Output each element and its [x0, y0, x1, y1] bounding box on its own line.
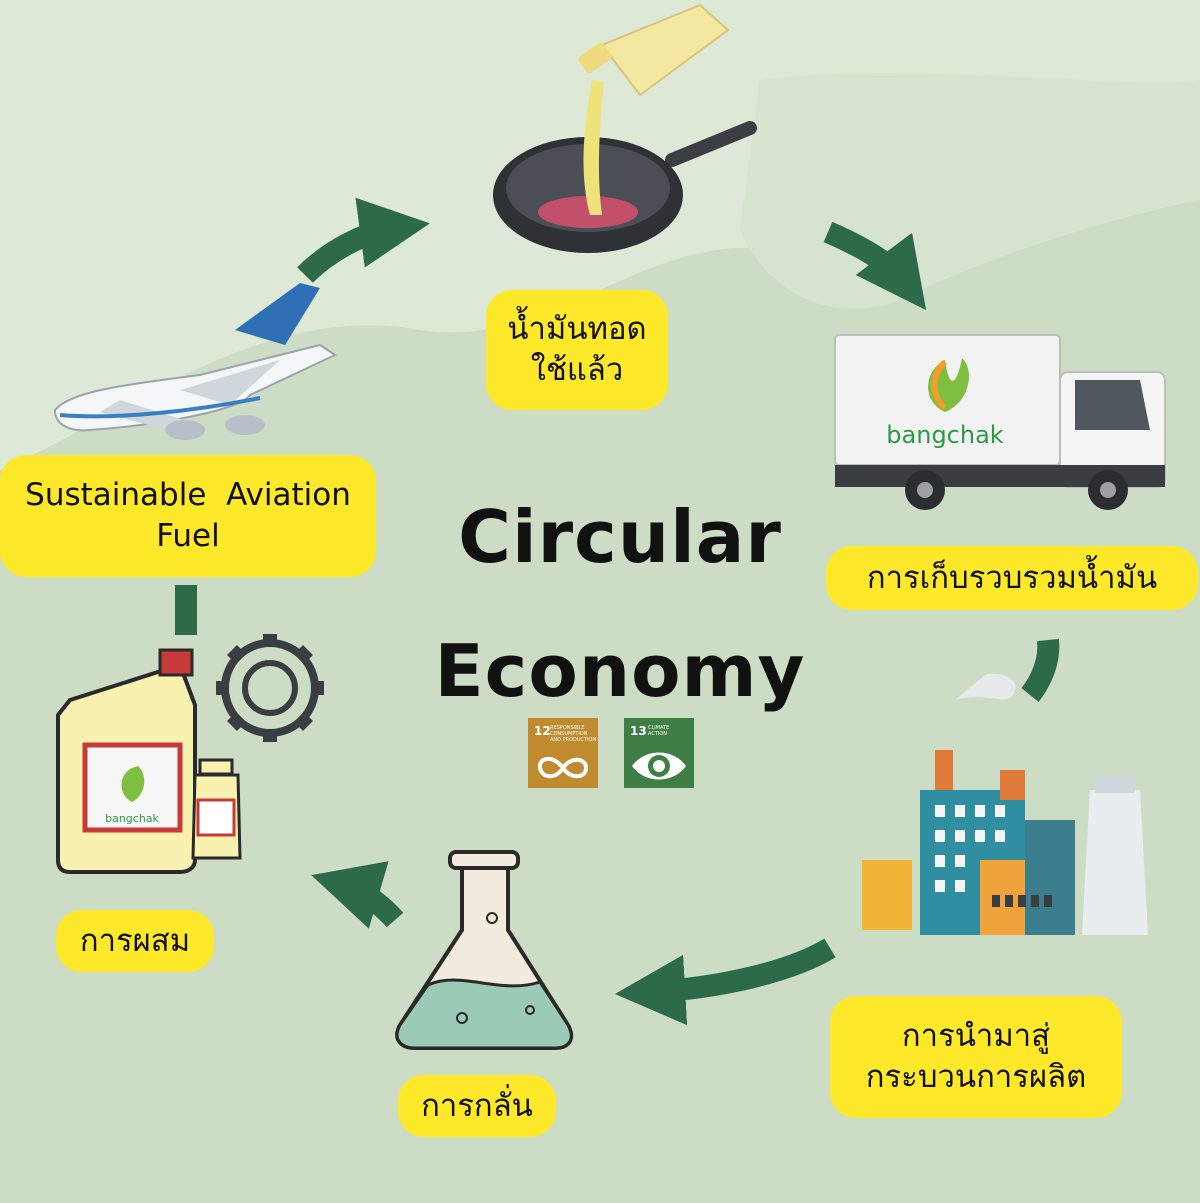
arrow-oil-to-truck	[823, 221, 927, 311]
label-blending: การผสม	[56, 910, 214, 972]
label-sustainable-aviation-fuel: Sustainable Aviation Fuel	[0, 455, 376, 577]
earth-eye-icon	[632, 752, 686, 780]
svg-text:12: 12	[534, 724, 551, 738]
arrow-flask-to-jug	[311, 861, 404, 929]
svg-text:CONSUMPTION: CONSUMPTION	[550, 731, 588, 737]
arrow-truck-to-factory	[1021, 638, 1060, 702]
arrow-plane-to-oil	[297, 197, 430, 283]
svg-text:ACTION: ACTION	[648, 731, 667, 737]
label-used-cooking-oil: น้ำมันทอด ใช้แล้ว	[486, 290, 668, 410]
truck-brand-text: bangchak	[886, 421, 1004, 449]
delivery-truck-icon: bangchak	[834, 334, 1166, 510]
diagram-title: Circular Economy	[380, 470, 860, 738]
label-oil-collection: การเก็บรวบรวมน้ำมัน	[826, 546, 1198, 610]
sdg-13-badge: 13 CLIMATE ACTION	[624, 718, 694, 788]
arrow-factory-to-flask	[614, 938, 836, 1026]
airplane-icon	[53, 283, 338, 440]
svg-text:AND PRODUCTION: AND PRODUCTION	[550, 737, 596, 743]
factory-icon	[862, 673, 1148, 935]
jug-brand-text: bangchak	[105, 812, 159, 825]
fuel-jug-icon: bangchak	[56, 648, 242, 874]
title-line-2: Economy	[434, 629, 806, 713]
label-production-process: การนำมาสู่ กระบวนการผลิต	[830, 996, 1122, 1118]
infinity-icon	[537, 757, 589, 779]
svg-text:13: 13	[630, 724, 647, 738]
sdg-12-badge: 12 RESPONSIBLE CONSUMPTION AND PRODUCTIO…	[528, 718, 598, 788]
flow-arrows	[175, 197, 1060, 1026]
oil-bottle-icon	[578, 3, 730, 215]
svg-text:RESPONSIBLE: RESPONSIBLE	[550, 725, 585, 731]
gear-icon	[216, 634, 324, 742]
title-line-1: Circular	[458, 495, 782, 579]
lab-flask-icon	[395, 850, 574, 1050]
label-distillation: การกลั่น	[398, 1075, 556, 1137]
svg-text:CLIMATE: CLIMATE	[648, 725, 669, 731]
